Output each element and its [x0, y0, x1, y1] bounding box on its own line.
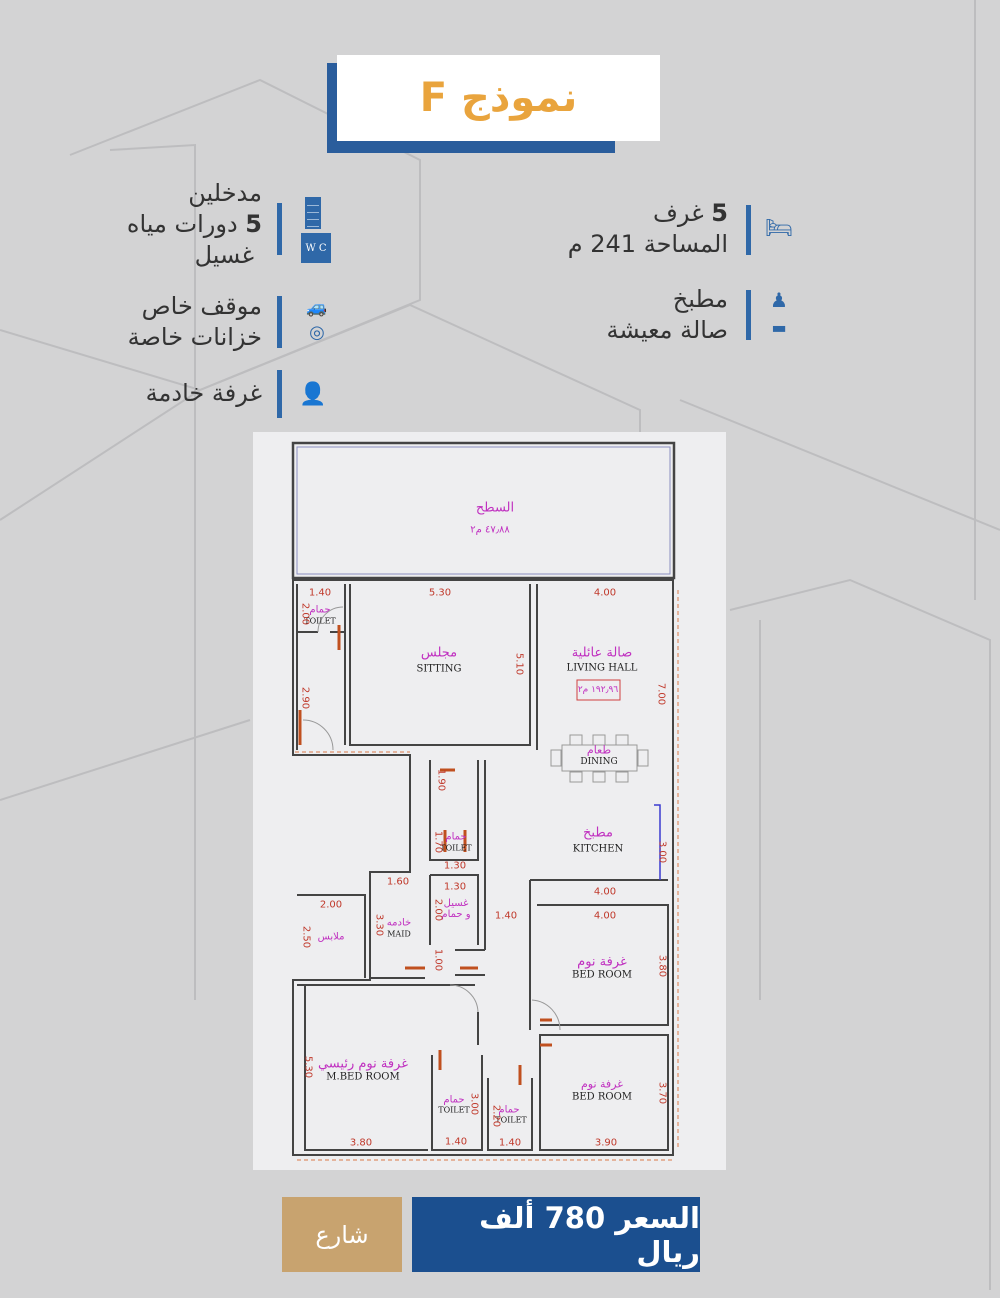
dimension: 3.00 — [468, 1092, 480, 1116]
dimension: 3.80 — [656, 954, 668, 978]
dining-label-ar: طعام — [586, 743, 612, 757]
toilet1-label-en: TOILET — [304, 616, 336, 626]
laundry-label: غسيل — [194, 241, 254, 269]
toilet3-label-ar: حمام — [443, 1094, 465, 1106]
kitchen-label-en: KITCHEN — [572, 843, 624, 855]
area-label: المساحة 241 م — [567, 230, 728, 258]
feature-entrances-wc: مدخلين 5 دورات مياه غسيل — [127, 178, 262, 271]
dimension: 2.90 — [299, 686, 311, 710]
feature-maid-room: غرفة خادمة — [146, 378, 262, 409]
dimension: 3.90 — [594, 1137, 618, 1149]
dimension: 1.30 — [443, 881, 467, 893]
wc-label: دورات مياه — [126, 210, 246, 238]
feature-rooms-area: 5 غرف المساحة 241 م — [568, 198, 728, 260]
dimension: 1.40 — [494, 910, 518, 922]
dimension: 1.40 — [308, 587, 332, 599]
entrances-label: مدخلين — [188, 179, 262, 207]
rooms-count: 5 — [711, 199, 728, 227]
toilet3-label-en: TOILET — [438, 1105, 470, 1115]
dimension: 4.00 — [593, 910, 617, 922]
dining-label-en: DINING — [580, 757, 618, 767]
dimension: 2.00 — [319, 899, 343, 911]
living-label: صالة معيشة — [606, 316, 728, 344]
toilet4-label-ar: حمام — [498, 1104, 520, 1116]
dressing-label: ملابس — [317, 931, 345, 943]
divider-bar — [277, 203, 282, 255]
toilet4-label-en: TOILET — [495, 1115, 527, 1125]
dimension: 1.60 — [386, 876, 410, 888]
title-box: نموذج F — [337, 55, 660, 141]
bedroom1-label-ar: غرفة نوم — [577, 954, 627, 970]
bedroom2-label-ar: غرفة نوم — [580, 1077, 624, 1091]
maid-room-label: غرفة خادمة — [145, 379, 262, 407]
dimension: 2.20 — [490, 1104, 502, 1128]
dimension: 5.10 — [513, 652, 525, 676]
master-bedroom-label-ar: غرفة نوم رئيسي — [317, 1056, 409, 1072]
dimension: 1.00 — [432, 948, 444, 972]
tanks-label: خزانات خاصة — [127, 323, 262, 351]
dimension: 1.30 — [443, 860, 467, 872]
floor-plan: السطح ٤٧٫٨٨ م٢ مجلس SITTING صالة عائلية … — [253, 432, 726, 1170]
dimension: 5.30 — [302, 1055, 314, 1079]
bed-icon: 🛏 — [765, 216, 793, 241]
wc-count: 5 — [245, 210, 262, 238]
laundry-label: غسيل و حمام — [441, 898, 471, 920]
apron-icon: ♟ — [770, 288, 788, 312]
roof-label: السطح — [475, 500, 515, 516]
dimension: 2.00 — [299, 602, 311, 626]
bedroom1-label-en: BED ROOM — [571, 969, 633, 981]
price-button[interactable]: السعر 780 ألف ريال — [412, 1197, 700, 1272]
maid-label-ar: خادمه — [386, 917, 412, 929]
master-bedroom-label-en: M.BED ROOM — [326, 1071, 400, 1083]
dimension: 1.40 — [498, 1137, 522, 1149]
dimension: 5.30 — [428, 587, 452, 599]
divider-bar — [746, 205, 751, 255]
kitchen-label-ar: مطبخ — [583, 825, 613, 841]
rooms-label: غرف — [652, 199, 712, 227]
door-icon — [305, 197, 321, 229]
dimension: 1.90 — [435, 768, 447, 792]
divider-bar — [277, 370, 282, 418]
toilet2-label-ar: حمام — [445, 831, 467, 843]
bedroom2-label-en: BED ROOM — [571, 1091, 633, 1103]
dimension: 2.00 — [432, 898, 444, 922]
living-area: ١٩٢٫٩٦ م٢ — [577, 685, 619, 695]
living-label-ar: صالة عائلية — [571, 645, 633, 661]
dimension: 3.00 — [656, 840, 668, 864]
living-label-en: LIVING HALL — [566, 662, 638, 674]
dimension: 3.80 — [349, 1137, 373, 1149]
kitchen-label: مطبخ — [672, 285, 728, 313]
feature-parking-tanks: موقف خاص خزانات خاصة — [128, 291, 262, 353]
water-tank-icon: ◎ — [309, 322, 325, 343]
dimension: 3.70 — [656, 1081, 668, 1105]
dimension: 2.50 — [300, 925, 312, 949]
roof-area: ٤٧٫٨٨ م٢ — [470, 524, 510, 536]
dimension: 1.70 — [432, 830, 444, 854]
toilet2-label-en: TOILET — [440, 843, 472, 853]
parking-label: موقف خاص — [141, 292, 262, 320]
dimension: 1.40 — [444, 1136, 468, 1148]
maid-label-en: MAID — [387, 929, 411, 939]
dimension: 4.00 — [593, 587, 617, 599]
sofa-icon: ▬ — [771, 318, 787, 337]
car-icon: 🚙 — [306, 298, 328, 318]
street-button[interactable]: شارع — [282, 1197, 402, 1272]
floor-plan-walls — [291, 441, 679, 1161]
sitting-label-ar: مجلس — [420, 645, 458, 661]
toilet1-label-ar: حمام — [309, 604, 331, 616]
wc-icon: W C — [301, 233, 331, 263]
dimension: 3.30 — [373, 913, 385, 937]
divider-bar — [277, 296, 282, 348]
sitting-label-en: SITTING — [416, 663, 462, 675]
dimension: 4.00 — [593, 886, 617, 898]
page-title: نموذج F — [419, 75, 578, 121]
dimension: 7.00 — [655, 682, 667, 706]
divider-bar — [746, 290, 751, 340]
feature-kitchen-living: مطبخ صالة معيشة — [607, 284, 728, 346]
person-icon: 👤 — [299, 382, 327, 407]
